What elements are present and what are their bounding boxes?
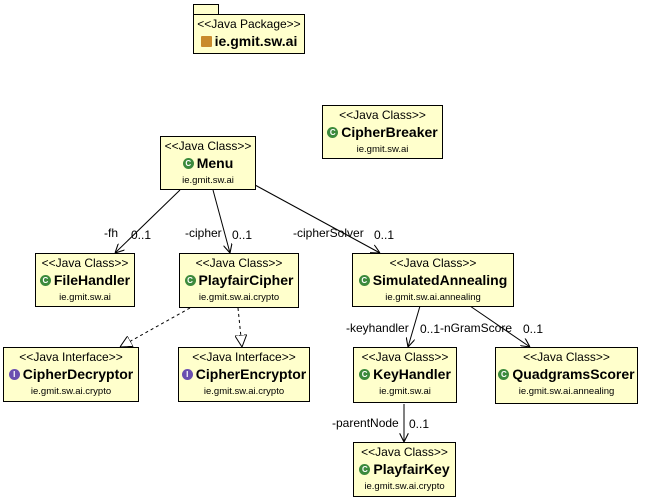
edge-playfaircipher-cipherdecryptor [120, 307, 191, 347]
mult-ngramscore: 0..1 [523, 322, 544, 336]
edge-playfaircipher-cipherencryptor [238, 307, 242, 347]
class-icon: C [327, 127, 339, 138]
class-icon: C [39, 275, 51, 286]
mult-keyhandler: 0..1 [420, 322, 441, 336]
package-label: ie.gmit.sw.ai.crypto [203, 386, 285, 397]
interface-name: CipherEncryptor [195, 366, 307, 382]
stereotype: <<Java Class>> [339, 108, 426, 122]
role-fh: -fh [104, 226, 119, 240]
role-ciphersolver: -cipherSolver [293, 226, 364, 240]
class-name: PlayfairCipher [198, 272, 294, 288]
interface-icon: I [8, 369, 20, 380]
stereotype: <<Java Class>> [361, 445, 448, 459]
stereotype: <<Java Class>> [361, 350, 449, 364]
role-keyhandler: -keyhandler [346, 321, 409, 335]
class-icon: C [184, 275, 196, 286]
stereotype: <<Java Interface>> [19, 350, 123, 364]
package-label: ie.gmit.sw.ai [182, 175, 234, 186]
stereotype: <<Java Class>> [389, 256, 477, 270]
stereotype: <<Java Class>> [164, 139, 252, 153]
role-parentnode: -parentNode [332, 416, 399, 430]
edge-menu-filehandler [115, 189, 181, 253]
class-name: FileHandler [53, 272, 131, 288]
mult-parentnode: 0..1 [409, 417, 430, 431]
mult-ciphersolver: 0..1 [374, 228, 395, 242]
class-icon: C [182, 158, 194, 169]
class-name: PlayfairKey [373, 461, 450, 477]
class-name: SimulatedAnnealing [372, 272, 508, 288]
class-icon: C [358, 275, 370, 286]
package-name: ie.gmit.sw.ai [214, 33, 298, 49]
interface-icon: I [181, 369, 193, 380]
package-label: ie.gmit.sw.ai [379, 386, 431, 397]
class-icon: C [359, 369, 371, 380]
class-icon: C [359, 464, 371, 475]
class-name: Menu [196, 155, 234, 171]
class-icon: C [498, 369, 510, 380]
interface-name: CipherDecryptor [22, 366, 134, 382]
edge-sa-quadgramsscorer [469, 305, 530, 347]
stereotype: <<Java Class>> [41, 256, 129, 270]
package-label: ie.gmit.sw.ai [356, 144, 409, 155]
package-label: ie.gmit.sw.ai.annealing [518, 386, 615, 397]
class-name: CipherBreaker [341, 124, 438, 140]
package-label: ie.gmit.sw.ai.crypto [198, 292, 280, 303]
mult-cipher: 0..1 [232, 228, 253, 242]
package-label: ie.gmit.sw.ai.crypto [30, 386, 112, 397]
package-label: ie.gmit.sw.ai.crypto [364, 481, 445, 492]
role-ngramscore: -nGramScore [440, 321, 513, 335]
class-name: KeyHandler [373, 366, 451, 382]
package-icon [200, 36, 212, 47]
stereotype: <<Java Interface>> [192, 350, 296, 364]
edge-sa-keyhandler [408, 305, 421, 347]
package-box[interactable]: <<Java Package>> ie.gmit.sw.ai [193, 14, 305, 54]
role-cipher: -cipher [185, 226, 222, 240]
stereotype: <<Java Class>> [195, 256, 283, 270]
package-label: ie.gmit.sw.ai [59, 292, 111, 303]
package-label: ie.gmit.sw.ai.annealing [385, 292, 481, 303]
class-name: QuadgramsScorer [512, 366, 635, 382]
package-stereotype: <<Java Package>> [197, 17, 301, 31]
package-tab [193, 4, 219, 14]
stereotype: <<Java Class>> [523, 350, 610, 364]
edge-menu-playfaircipher [212, 189, 230, 253]
mult-fh: 0..1 [131, 228, 152, 242]
edge-menu-simulatedannealing [254, 184, 380, 253]
